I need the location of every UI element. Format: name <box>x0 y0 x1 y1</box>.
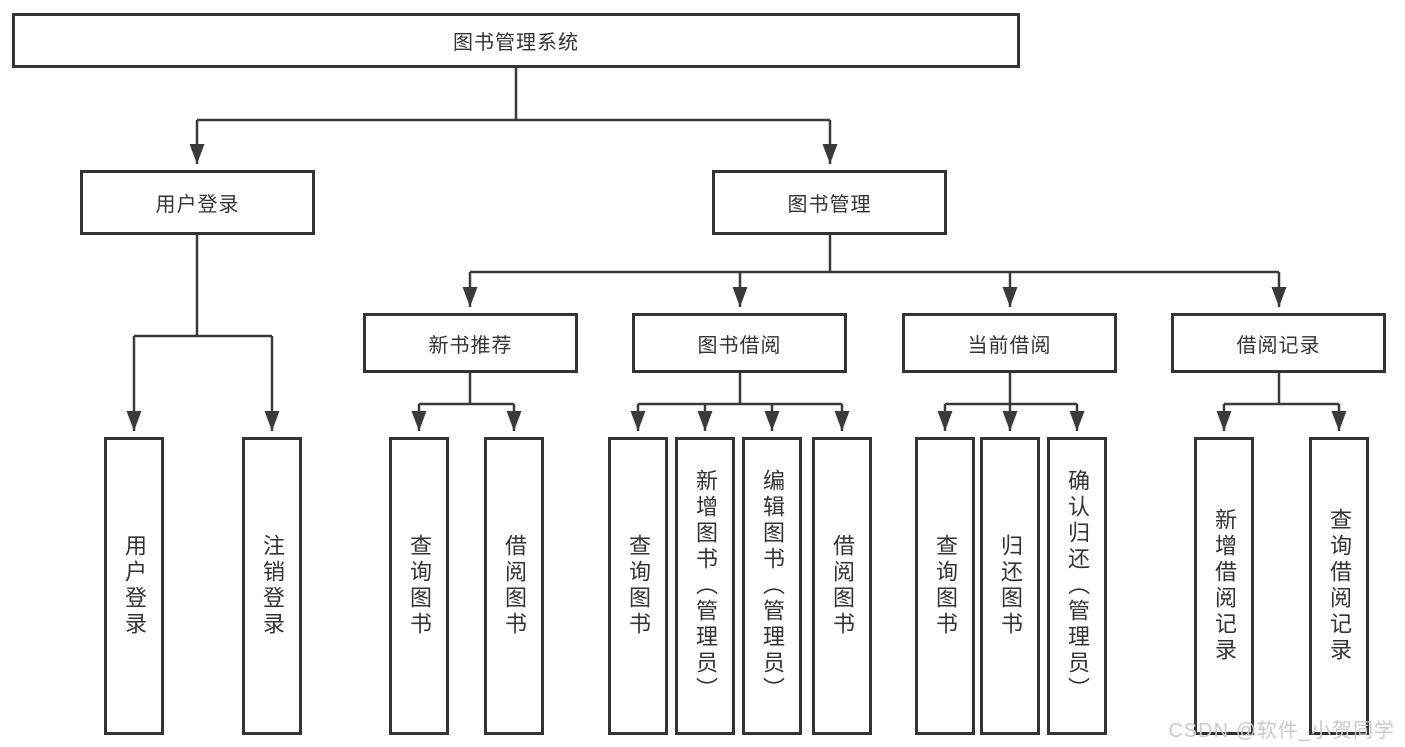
node-label: 编辑图书（管理员） <box>760 469 785 703</box>
node-label: 新书推荐 <box>428 334 513 357</box>
node-user-login: 用户登录 <box>80 170 315 235</box>
leaf-edit-books-admin: 编辑图书（管理员） <box>742 437 802 735</box>
node-label: 注销登录 <box>260 534 285 638</box>
leaf-query-borrow-record: 查询借阅记录 <box>1309 437 1369 735</box>
leaf-add-books-admin: 新增图书（管理员） <box>675 437 735 735</box>
node-label: 图书管理 <box>787 194 872 216</box>
leaf-query-books-recommend: 查询图书 <box>389 437 449 735</box>
leaf-borrow-books: 借阅图书 <box>812 437 872 735</box>
node-label: 借阅图书 <box>502 534 527 638</box>
node-book-borrow: 图书借阅 <box>632 313 847 373</box>
node-new-book-recommend: 新书推荐 <box>363 313 578 373</box>
node-label: 借阅记录 <box>1236 334 1321 357</box>
node-label: 查询借阅记录 <box>1327 508 1352 664</box>
node-label: 查询图书 <box>933 534 958 638</box>
node-label: 用户登录 <box>122 534 147 638</box>
node-label: 借阅图书 <box>830 534 855 638</box>
node-borrow-records: 借阅记录 <box>1171 313 1386 373</box>
node-label: 确认归还（管理员） <box>1065 469 1090 703</box>
leaf-query-books-borrow: 查询图书 <box>608 437 668 735</box>
node-current-borrow: 当前借阅 <box>902 313 1117 373</box>
node-label: 查询图书 <box>407 534 432 638</box>
leaf-query-books-current: 查询图书 <box>915 437 975 735</box>
node-book-management: 图书管理 <box>712 170 947 235</box>
node-label: 当前借阅 <box>967 334 1052 357</box>
node-label: 归还图书 <box>998 534 1023 638</box>
node-label: 新增借阅记录 <box>1212 508 1237 664</box>
node-library-management-system: 图书管理系统 <box>12 13 1020 68</box>
leaf-return-books: 归还图书 <box>980 437 1040 735</box>
leaf-confirm-return-admin: 确认归还（管理员） <box>1047 437 1107 735</box>
node-label: 查询图书 <box>626 534 651 638</box>
leaf-borrow-books-recommend: 借阅图书 <box>484 437 544 735</box>
leaf-logout: 注销登录 <box>242 437 302 735</box>
node-label: 用户登录 <box>155 194 240 216</box>
leaf-add-borrow-record: 新增借阅记录 <box>1194 437 1254 735</box>
node-label: 图书借阅 <box>697 334 782 357</box>
leaf-user-login: 用户登录 <box>104 437 164 735</box>
node-label: 新增图书（管理员） <box>693 469 718 703</box>
csdn-watermark: CSDN @软件_小贺同学 <box>1168 720 1395 742</box>
node-label: 图书管理系统 <box>453 32 579 54</box>
